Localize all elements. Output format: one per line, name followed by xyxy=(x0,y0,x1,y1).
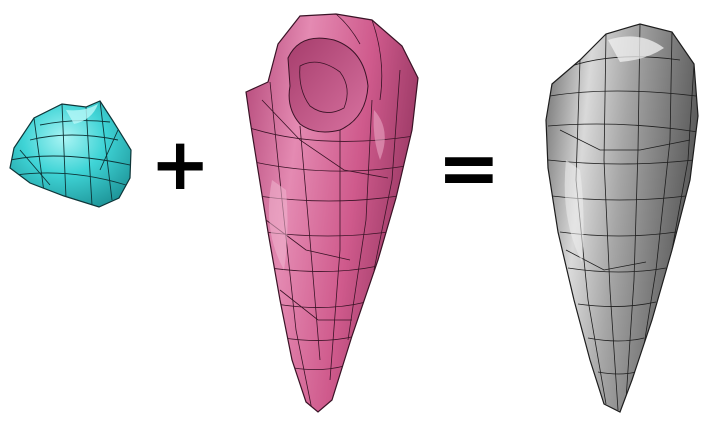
tooth-mesh-icon xyxy=(545,23,699,413)
equals-operator: = xyxy=(437,123,501,212)
crown-mesh-icon xyxy=(9,100,132,208)
plus-operator: + xyxy=(150,122,211,206)
root-mesh-icon xyxy=(245,13,419,413)
